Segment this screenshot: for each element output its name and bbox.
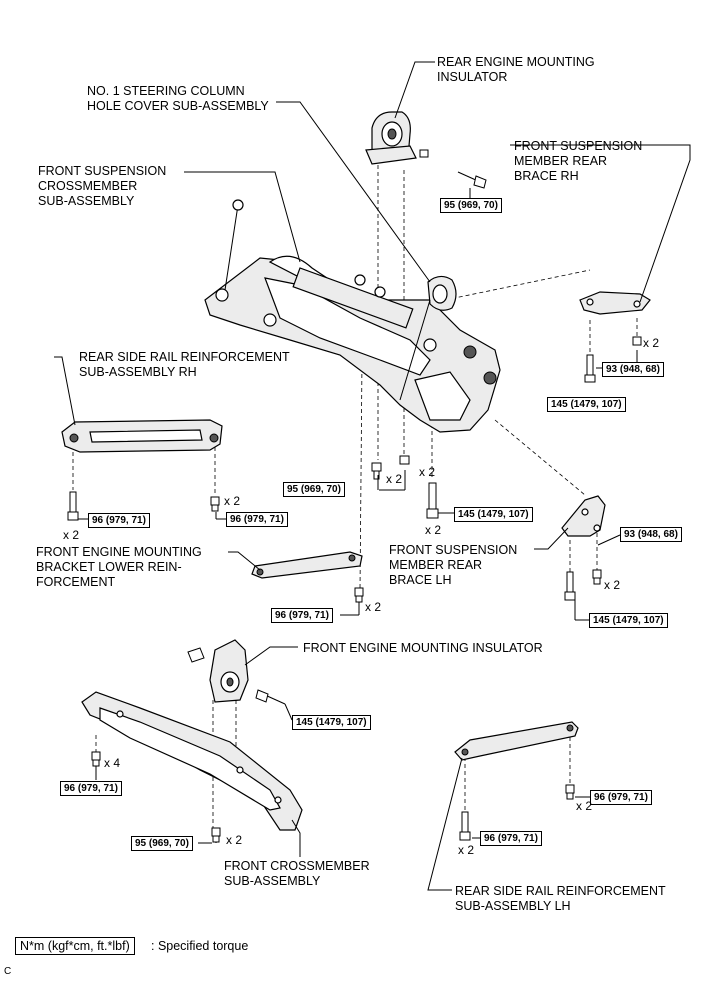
label-steering-column-hole-cover: NO. 1 STEERING COLUMN HOLE COVER SUB-ASS… [87,84,269,113]
center-bolts [371,455,439,519]
crossmember-bolts [91,751,221,843]
label-front-engine-mounting-insulator: FRONT ENGINE MOUNTING INSULATOR [303,641,543,655]
rail-lh-bolts [459,784,575,841]
qty-center-bolt-right: x 2 [419,465,436,479]
steering-column-hole-cover [399,275,457,401]
rail-rh [61,419,223,453]
label-front-suspension-crossmember: FRONT SUSPENSION CROSSMEMBER SUB-ASSEMBL… [38,164,167,208]
rail-lh [454,721,579,761]
qty-crossmember-bolts: x 4 [104,756,121,770]
torque-brace-rh-nut: 93 (948, 68) [602,362,664,377]
torque-rail-lh-bolt: 96 (979, 71) [480,831,542,846]
label-front-crossmember: FRONT CROSSMEMBER SUB-ASSEMBLY [224,859,370,888]
front-suspension-crossmember [204,255,501,433]
torque-crossmember-bolts: 96 (979, 71) [60,781,122,796]
figure-code: C [4,966,12,977]
torque-brace-rh-bolt: 145 (1479, 107) [547,397,626,412]
label-brace-rh: FRONT SUSPENSION MEMBER REAR BRACE RH [514,139,643,183]
label-brace-lh: FRONT SUSPENSION MEMBER REAR BRACE LH [389,543,518,587]
front-engine-mounting-insulator [187,639,249,703]
torque-rear-mount-bolt: 95 (969, 70) [440,198,502,213]
torque-center-bolts: 95 (969, 70) [283,482,345,497]
rear-mount-bolt [457,171,487,189]
torque-front-mount-bolt: 145 (1479, 107) [292,715,371,730]
qty-rail-rh-bolt: x 2 [63,528,80,542]
torque-rail-lh-nut: 96 (979, 71) [590,790,652,805]
qty-rail-lh-bolt: x 2 [458,843,475,857]
qty-center-bolt-left: x 2 [386,472,403,486]
leader-lines [54,61,691,891]
rear-engine-mounting-insulator [365,111,429,165]
label-rail-lh: REAR SIDE RAIL REINFORCEMENT SUB-ASSEMBL… [455,884,666,913]
torque-rail-rh-bolt: 96 (979, 71) [88,513,150,528]
brace-lh-bolts [564,569,602,601]
qty-center-long-bolt: x 2 [425,523,442,537]
stabilizer-link [215,199,244,302]
front-crossmember [81,691,303,831]
torque-crossmember-lower-bolts: 95 (969, 70) [131,836,193,851]
qty-brace-rh-nut: x 2 [643,336,660,350]
legend-description: : Specified torque [151,939,249,953]
legend-unit-box: N*m (kgf*cm, ft.*lbf) [15,937,135,955]
front-mount-bolt [255,689,286,705]
label-rear-engine-mounting-insulator: REAR ENGINE MOUNTING INSULATOR [437,55,595,84]
brace-rh [579,291,651,315]
label-bracket-reinforcement: FRONT ENGINE MOUNTING BRACKET LOWER REIN… [36,545,202,589]
bracket-bolt [354,587,364,603]
qty-rail-lh-nut: x 2 [576,799,593,813]
label-rail-rh: REAR SIDE RAIL REINFORCEMENT SUB-ASSEMBL… [79,350,290,379]
torque-brace-lh-bolt: 145 (1479, 107) [589,613,668,628]
brace-lh [561,495,606,537]
torque-center-long-bolt: 145 (1479, 107) [454,507,533,522]
qty-rail-rh-nut: x 2 [224,494,241,508]
rail-rh-bolts [67,491,220,521]
torque-rail-rh-nut: 96 (979, 71) [226,512,288,527]
torque-bracket-bolt: 96 (979, 71) [271,608,333,623]
brace-rh-bolts [584,336,642,383]
torque-brace-lh-nut: 93 (948, 68) [620,527,682,542]
bracket-reinforcement [251,551,363,579]
qty-crossmember-lower-bolts: x 2 [226,833,243,847]
qty-bracket-bolt: x 2 [365,600,382,614]
qty-brace-lh-nut: x 2 [604,578,621,592]
